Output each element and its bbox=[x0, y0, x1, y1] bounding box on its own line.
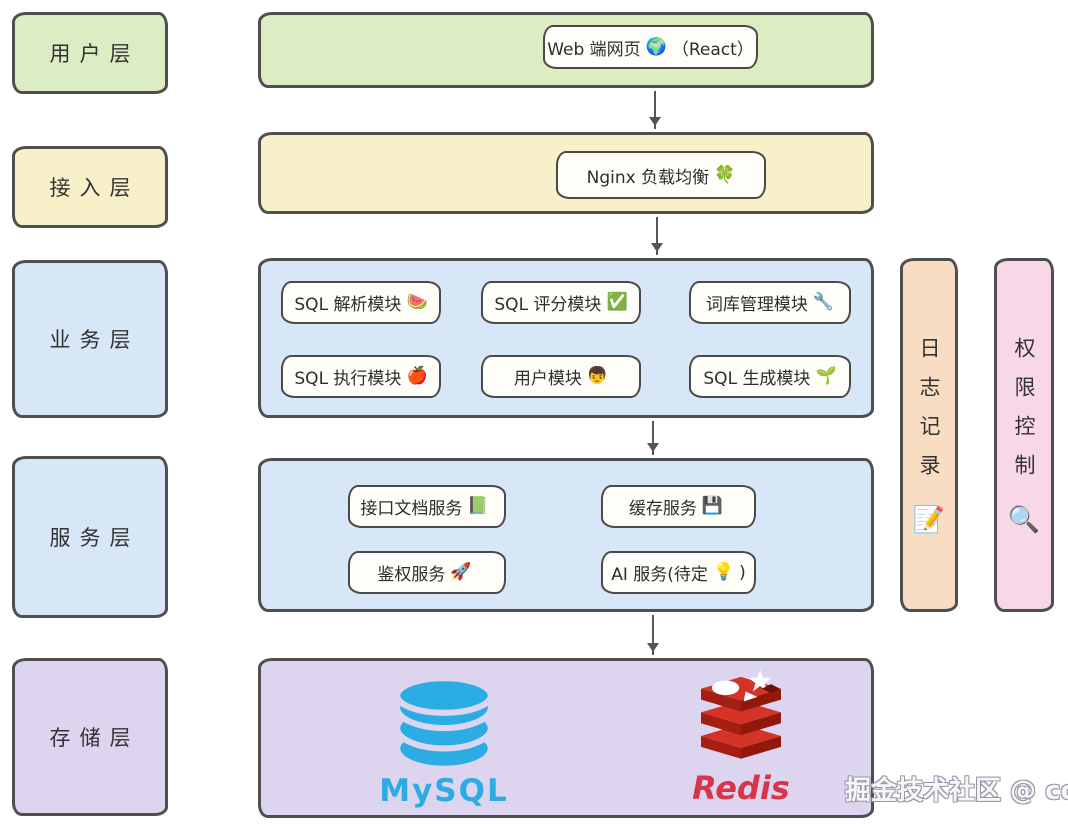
check-mark-icon: ✅ bbox=[606, 292, 628, 312]
service-cache: 缓存服务 💾 bbox=[601, 485, 756, 528]
module-label: SQL 评分模块 bbox=[494, 295, 602, 315]
clover-icon: 🍀 bbox=[714, 164, 736, 185]
nginx-node: Nginx 负载均衡 🍀 bbox=[556, 151, 766, 199]
module-sql-parse: SQL 解析模块 🍉 bbox=[281, 281, 441, 324]
permission-control-label: 权限控制 bbox=[1012, 337, 1036, 493]
storage-layer-band: MySQL bbox=[258, 658, 874, 818]
redis-logo-icon bbox=[691, 669, 791, 767]
light-bulb-icon: 💡 bbox=[712, 562, 735, 582]
service-label: 鉴权服务 bbox=[377, 565, 446, 585]
arrow-service-to-storage bbox=[646, 615, 659, 655]
floppy-disk-icon: 💾 bbox=[701, 496, 724, 516]
redis-wordmark: Redis bbox=[692, 769, 790, 807]
module-lexicon-manage: 词库管理模块 🔧 bbox=[689, 281, 851, 324]
mysql-wordmark: MySQL bbox=[379, 773, 509, 809]
module-label: SQL 执行模块 bbox=[294, 369, 402, 389]
node-label: Nginx 负载均衡 bbox=[586, 167, 710, 188]
rocket-icon: 🚀 bbox=[450, 562, 472, 582]
user-layer-band: Web 端网页 🌍 （React） bbox=[258, 12, 874, 88]
permission-control-strip: 权限控制 🔍 bbox=[994, 258, 1054, 612]
layer-label-text: 存储层 bbox=[49, 726, 140, 750]
access-layer-band: Nginx 负载均衡 🍀 bbox=[258, 132, 874, 214]
module-sql-generate: SQL 生成模块 🌱 bbox=[689, 355, 851, 398]
service-api-docs: 接口文档服务 📗 bbox=[348, 485, 506, 528]
service-label: 接口文档服务 bbox=[360, 499, 463, 519]
layer-label-access: 接入层 bbox=[12, 146, 168, 228]
layer-label-text: 接入层 bbox=[49, 176, 140, 200]
layer-label-business: 业务层 bbox=[12, 260, 168, 418]
service-layer-band: 接口文档服务 📗 缓存服务 💾 鉴权服务 🚀 AI 服务(待定 💡 ) bbox=[258, 458, 874, 612]
arrow-business-to-service bbox=[646, 421, 659, 455]
service-label: AI 服务(待定 bbox=[611, 565, 708, 585]
watermark: 掘金技术社区 @ cong_ bbox=[845, 776, 1068, 806]
web-frontend-node: Web 端网页 🌍 （React） bbox=[543, 25, 758, 69]
wrench-icon: 🔧 bbox=[812, 292, 835, 312]
red-apple-icon: 🍎 bbox=[406, 366, 428, 386]
mysql-group: MySQL bbox=[379, 675, 509, 809]
globe-icon: 🌍 bbox=[645, 36, 667, 57]
module-user: 用户模块 👦 bbox=[481, 355, 641, 398]
service-suffix: ) bbox=[739, 562, 746, 583]
log-record-strip: 日志记录 📝 bbox=[900, 258, 958, 612]
arrow-access-to-business bbox=[650, 217, 663, 255]
business-layer-band: SQL 解析模块 🍉 SQL 评分模块 ✅ 词库管理模块 🔧 SQL 执行模块 … bbox=[258, 258, 874, 418]
layer-label-text: 用户层 bbox=[49, 42, 140, 66]
log-record-label: 日志记录 bbox=[917, 337, 941, 493]
service-ai: AI 服务(待定 💡 ) bbox=[601, 551, 756, 594]
redis-group: Redis bbox=[681, 669, 801, 807]
module-sql-execute: SQL 执行模块 🍎 bbox=[281, 355, 441, 398]
magnifier-icon: 🔍 bbox=[1007, 505, 1041, 535]
arrow-user-to-access bbox=[648, 91, 661, 129]
boy-icon: 👦 bbox=[586, 366, 609, 386]
node-label: Web 端网页 bbox=[547, 39, 641, 60]
mysql-database-icon bbox=[388, 675, 500, 777]
green-book-icon: 📗 bbox=[467, 496, 489, 516]
module-label: SQL 生成模块 bbox=[703, 369, 811, 389]
layer-label-text: 业务层 bbox=[49, 328, 140, 352]
memo-icon: 📝 bbox=[912, 505, 946, 535]
module-label: 用户模块 bbox=[513, 369, 582, 389]
node-suffix: （React） bbox=[671, 39, 754, 60]
service-label: 缓存服务 bbox=[628, 499, 697, 519]
layer-label-text: 服务层 bbox=[49, 526, 140, 550]
layer-label-user: 用户层 bbox=[12, 12, 168, 94]
module-label: 词库管理模块 bbox=[705, 295, 808, 315]
service-auth: 鉴权服务 🚀 bbox=[348, 551, 506, 594]
watermelon-icon: 🍉 bbox=[406, 292, 428, 312]
layer-label-service: 服务层 bbox=[12, 456, 168, 618]
module-label: SQL 解析模块 bbox=[294, 295, 402, 315]
seedling-icon: 🌱 bbox=[815, 366, 837, 386]
module-sql-score: SQL 评分模块 ✅ bbox=[481, 281, 641, 324]
layer-label-storage: 存储层 bbox=[12, 658, 168, 816]
